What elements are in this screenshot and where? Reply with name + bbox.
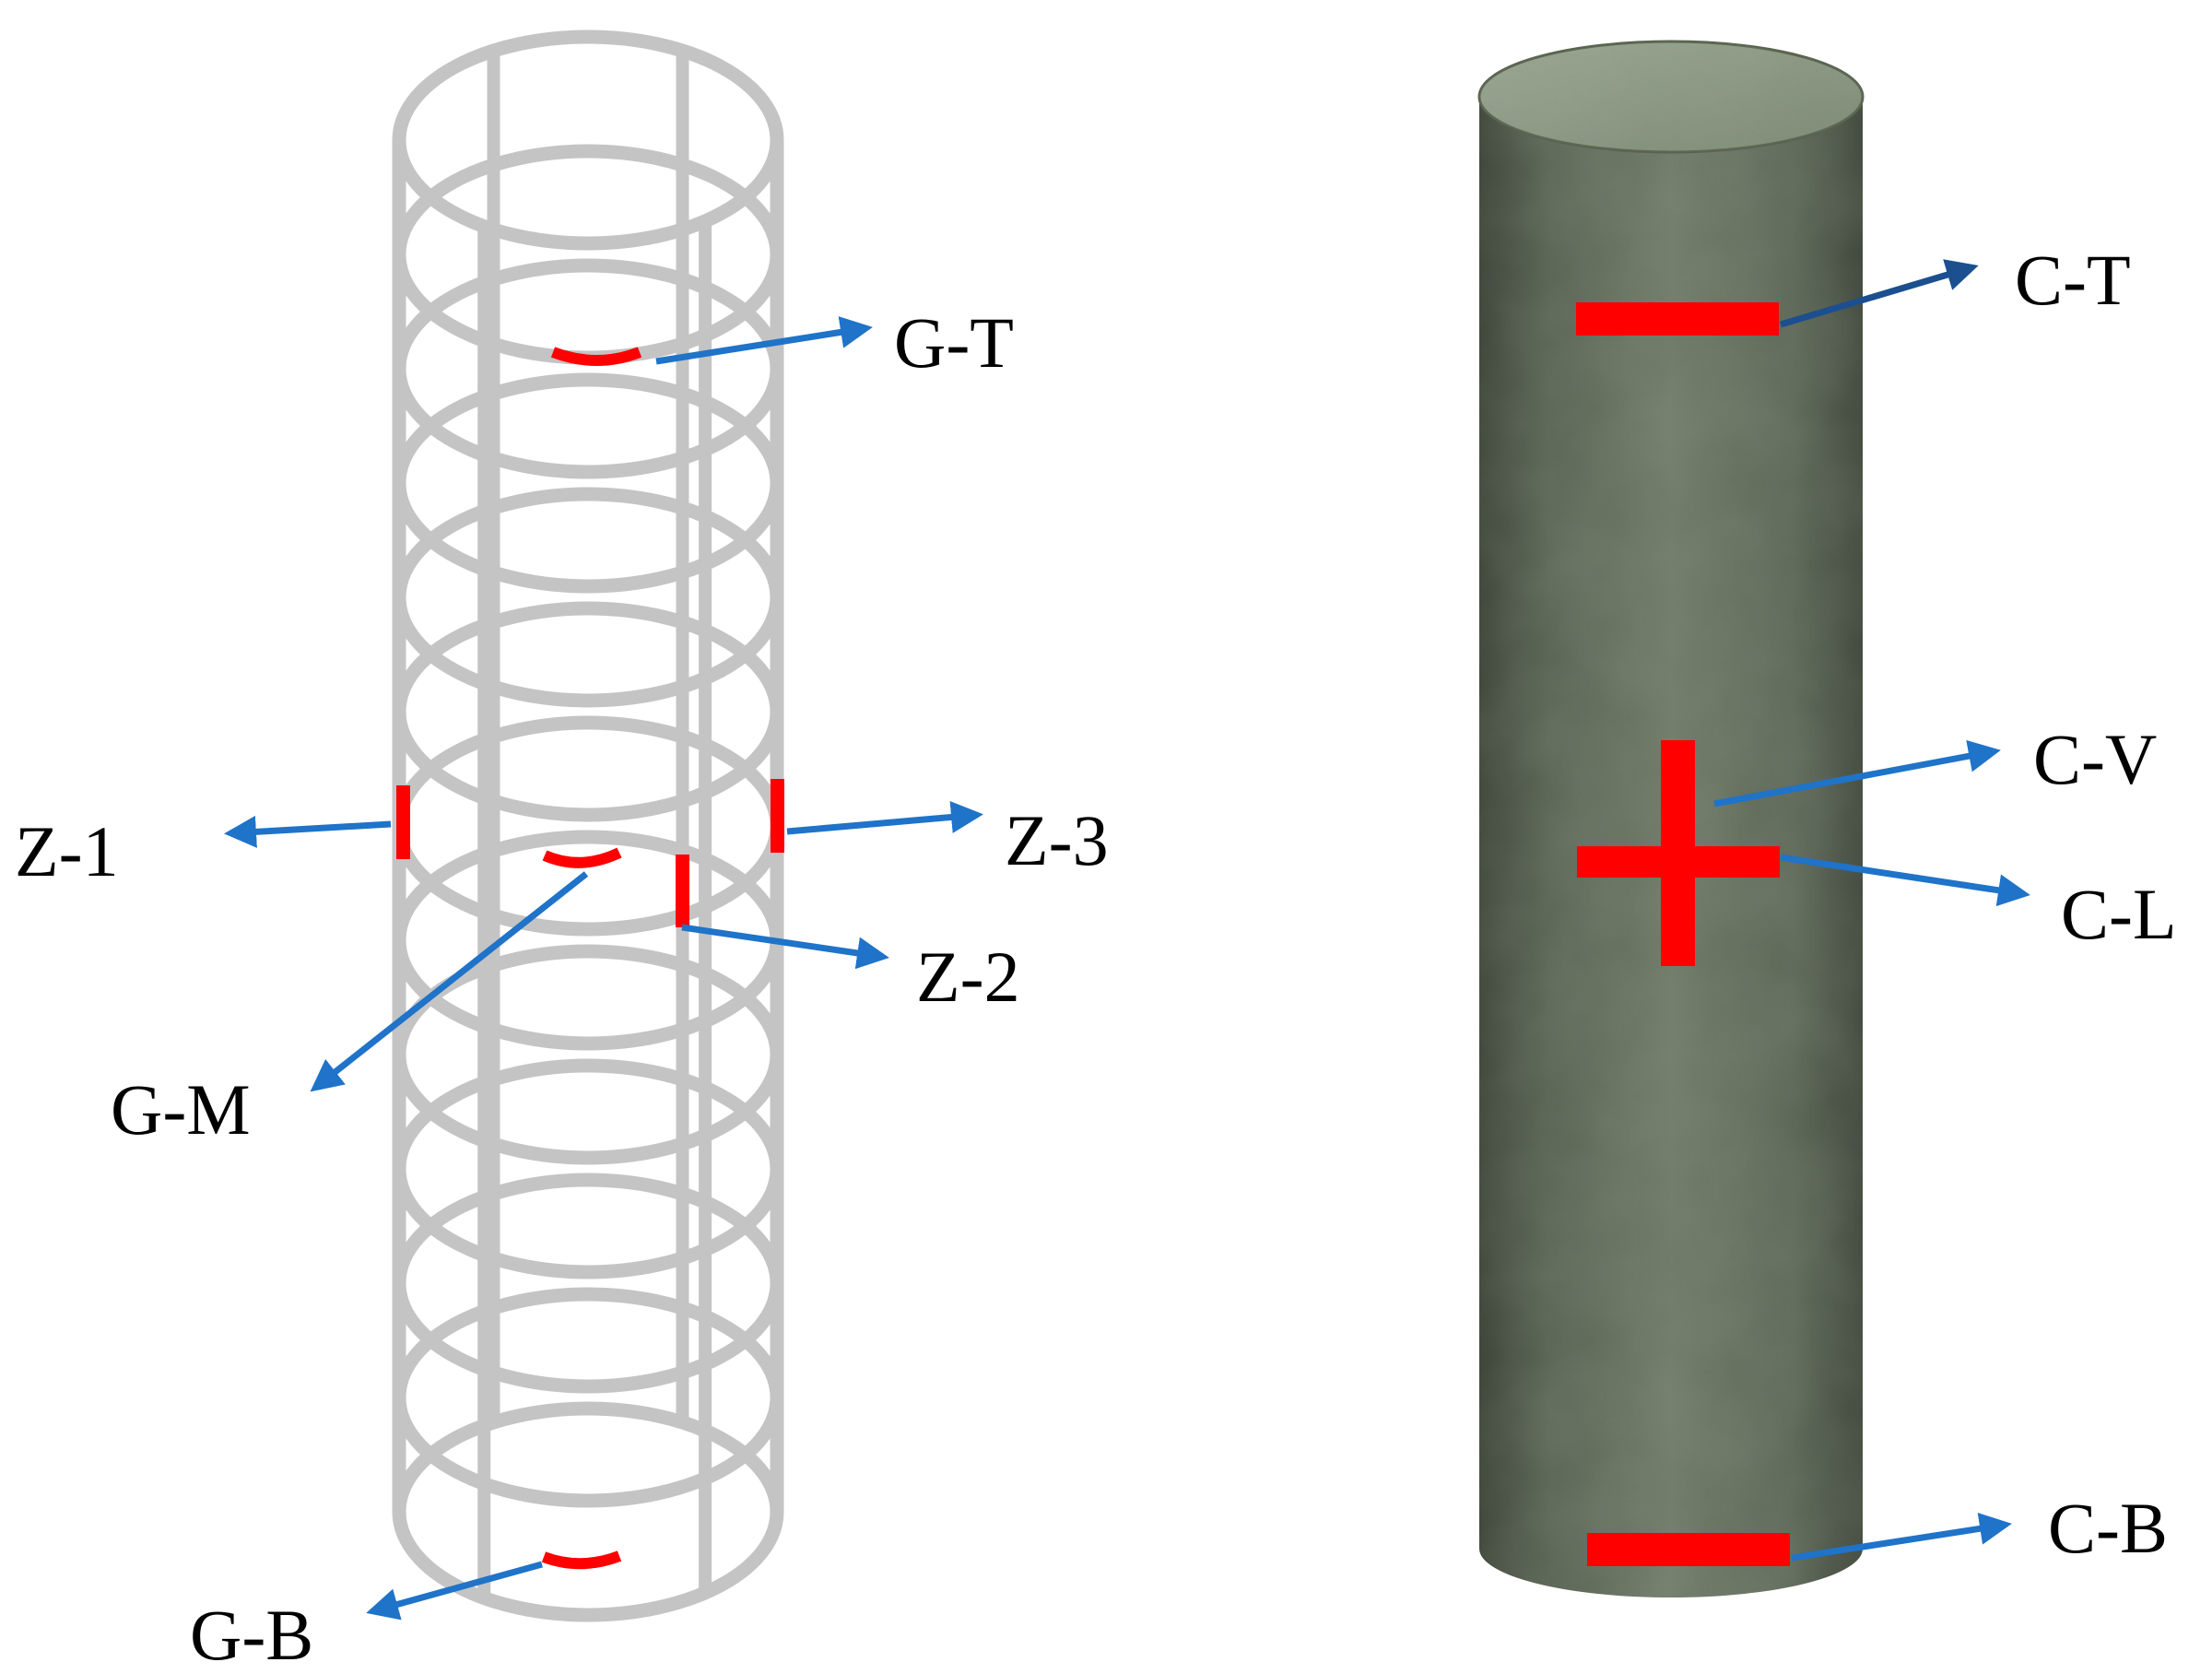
cage-hoop-ring	[392, 1058, 784, 1279]
label-c-t: C-T	[2015, 240, 2131, 320]
cage-hoop-ring	[392, 372, 784, 594]
arrow-g-m	[310, 871, 589, 1092]
label-c-l: C-L	[2061, 874, 2177, 954]
gauge-marker-c-b	[1587, 1533, 1790, 1566]
column-labels: C-T C-V C-L C-B	[2015, 240, 2177, 1568]
gauge-marker-c-l	[1577, 846, 1780, 878]
arrow-g-t	[655, 316, 873, 365]
cage-hoop-ring	[392, 1287, 784, 1508]
cage-hoop-rings	[392, 29, 784, 1622]
cage-hoop-ring	[392, 29, 784, 251]
arrow-c-l	[1780, 854, 2030, 907]
label-c-v: C-V	[2033, 719, 2157, 799]
label-c-b: C-B	[2048, 1488, 2168, 1568]
gauge-marker-z-3	[771, 779, 784, 853]
cage-hoop-ring	[392, 1173, 784, 1394]
gauge-marker-g-m	[542, 847, 622, 868]
cage-hoop-ring	[392, 487, 784, 708]
cage-hoop-ring	[392, 601, 784, 822]
arrow-z-1	[224, 815, 392, 848]
label-z-2: Z-2	[916, 937, 1020, 1017]
cage-strain-gauges	[396, 347, 784, 1570]
column-leader-arrows	[1713, 259, 2030, 1562]
cage-hoop-ring	[392, 944, 784, 1165]
gauge-marker-g-t	[550, 347, 642, 366]
cage-leader-arrows	[224, 316, 983, 1621]
cage-labels: G-T Z-1 Z-3 Z-2 G-M G-B	[15, 302, 1109, 1674]
cage-hoop-ring	[392, 258, 784, 479]
cage-hoop-ring	[392, 715, 784, 937]
cage-back-bars	[487, 51, 689, 1423]
arrow-c-v	[1713, 739, 2001, 808]
cage-hoop-ring	[392, 144, 784, 365]
gauge-marker-z-2	[676, 855, 689, 927]
cage-hoop-ring	[392, 830, 784, 1051]
column-top-texture	[1479, 41, 1863, 152]
arrow-c-b	[1791, 1513, 2012, 1562]
label-g-t: G-T	[894, 302, 1014, 383]
steel-reinforcement-cage	[392, 29, 784, 1622]
arrow-g-b	[366, 1561, 543, 1621]
gauge-marker-g-b	[541, 1550, 622, 1570]
arrow-z-2	[681, 924, 889, 970]
label-z-3: Z-3	[1005, 800, 1109, 880]
label-z-1: Z-1	[15, 811, 119, 891]
label-g-b: G-B	[190, 1595, 313, 1669]
gauge-marker-z-1	[396, 785, 410, 859]
cage-hoop-ring	[392, 1401, 784, 1622]
gauge-marker-c-t	[1576, 302, 1779, 336]
label-g-m: G-M	[111, 1069, 251, 1149]
arrow-z-3	[786, 801, 983, 835]
arrow-c-t	[1780, 259, 1979, 328]
column-strain-gauges	[1576, 302, 1790, 1566]
